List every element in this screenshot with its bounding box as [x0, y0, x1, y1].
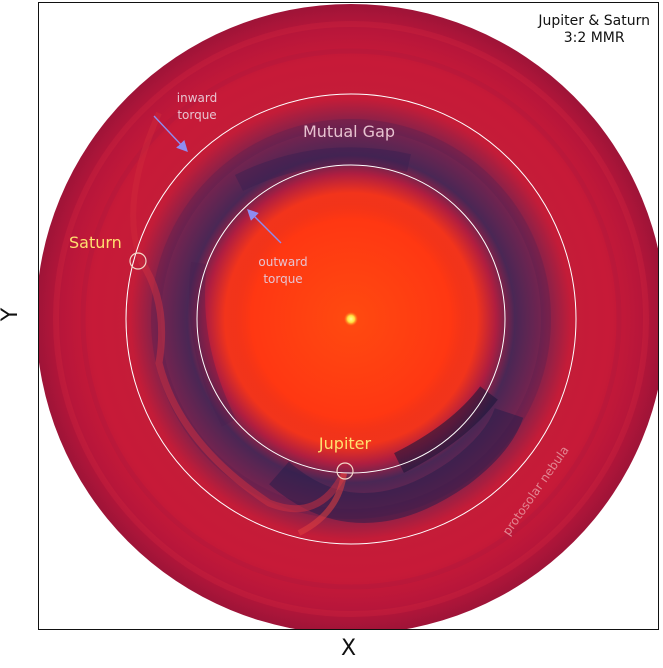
mutual-gap-label: Mutual Gap [303, 122, 395, 141]
outward-torque-arrow [247, 209, 282, 244]
saturn-orbit [125, 93, 577, 545]
jupiter-label: Jupiter [318, 434, 372, 453]
protoplanetary-disk-diagram: Saturn Jupiter Mutual Gap inward torque … [39, 4, 658, 629]
x-axis-label: X [341, 636, 357, 661]
title-line-2: 3:2 MMR [563, 30, 625, 46]
inward-label-line2: torque [177, 108, 216, 122]
inward-torque-arrow [153, 115, 188, 153]
figure-title: Jupiter & Saturn 3:2 MMR [538, 13, 650, 47]
outward-label-line1: outward [258, 255, 307, 269]
y-axis-label: Y [0, 307, 24, 322]
saturn-label: Saturn [69, 233, 122, 252]
title-line-1: Jupiter & Saturn [538, 13, 650, 29]
jupiter-spiral-wake [297, 472, 347, 536]
saturn-marker [129, 252, 147, 270]
jupiter-orbit [196, 164, 506, 474]
plot-frame: Saturn Jupiter Mutual Gap inward torque … [38, 2, 659, 630]
inward-label-line1: inward [177, 91, 217, 105]
sun-icon [344, 312, 358, 326]
outward-label-line2: torque [263, 272, 302, 286]
saturn-spiral-wake [138, 259, 348, 513]
jupiter-marker [336, 462, 354, 480]
